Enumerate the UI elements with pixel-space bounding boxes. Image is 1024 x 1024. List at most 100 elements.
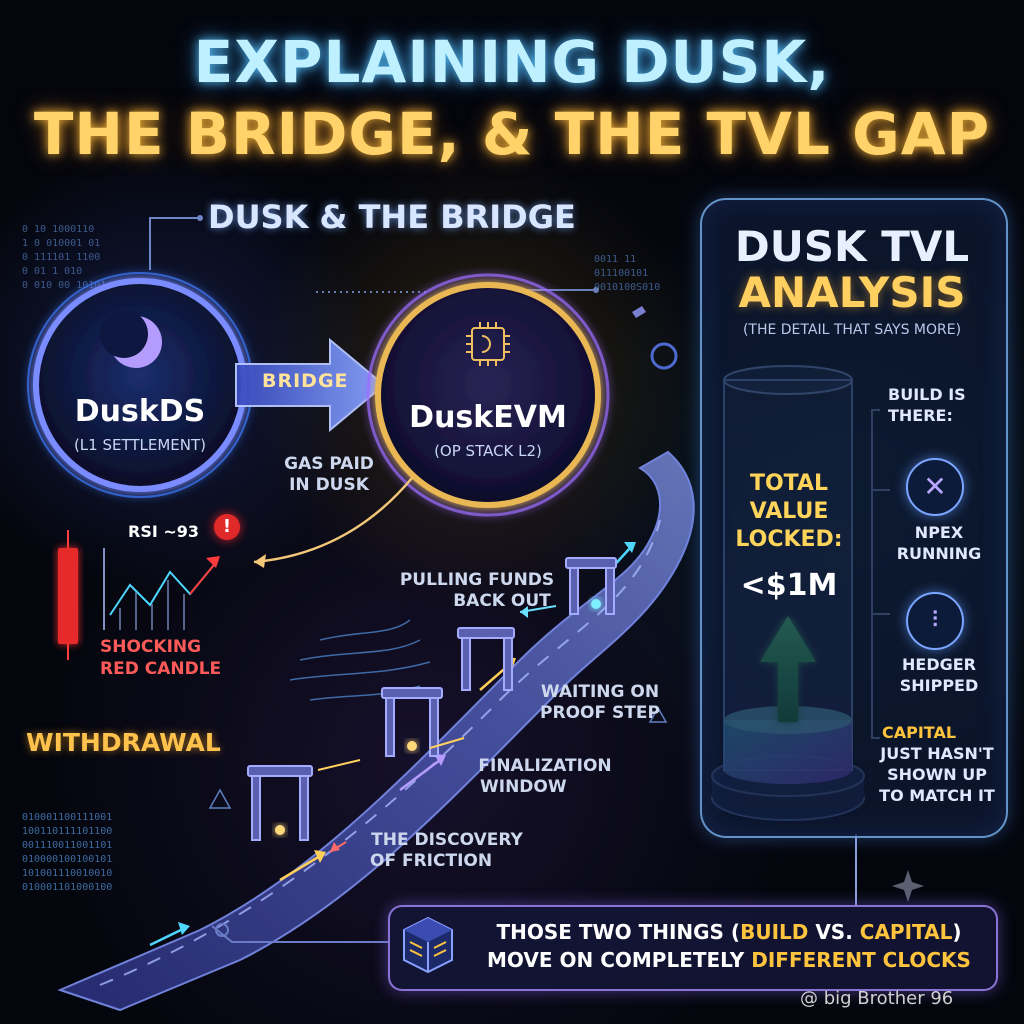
svg-text:010001101000100: 010001101000100 — [22, 882, 112, 893]
conclusion-line-1-part-c: VS. — [808, 920, 860, 944]
npex-x-icon: ✕ — [906, 458, 964, 516]
svg-text:101001110010010: 101001110010010 — [22, 868, 112, 879]
binary-decoration-right: 0011 11 011100101 0010100S010 — [594, 254, 660, 293]
capital-note-line-1: CAPITAL — [882, 723, 957, 742]
withdrawal-step-3: FINALIZATION WINDOW — [470, 756, 620, 798]
duskds-node-ring — [27, 272, 253, 498]
duskevm-node-subtitle: (OP STACK L2) — [434, 442, 542, 460]
tvl-analysis-panel — [700, 198, 1008, 838]
hedger-item: HEDGER SHIPPED — [884, 654, 994, 696]
chip-icon — [466, 322, 510, 366]
svg-text:0 01 1 010: 0 01 1 010 — [22, 266, 82, 277]
conclusion-box — [388, 905, 998, 991]
red-candle-note-line-1: SHOCKING — [100, 637, 202, 657]
withdrawal-step-2-line-1: WAITING ON — [540, 682, 660, 702]
withdrawal-step-1-line-1: PULLING FUNDS — [399, 570, 555, 590]
svg-text:010001100111001: 010001100111001 — [22, 812, 112, 823]
duskds-node-subtitle: (L1 SETTLEMENT) — [73, 436, 207, 454]
svg-text:0 10 1000110: 0 10 1000110 — [22, 224, 94, 235]
watermark: @ big Brother 96 — [800, 988, 954, 1009]
step-pointers — [317, 605, 557, 853]
npex-item: NPEX RUNNING — [884, 522, 994, 564]
tvl-panel-title-line-1: DUSK TVL — [734, 222, 970, 271]
capital-note-line-3: SHOWN UP — [887, 765, 987, 784]
gate-1 — [247, 765, 313, 841]
withdrawal-step-3-line-1: FINALIZATION — [478, 756, 612, 776]
withdrawal-heading: WITHDRAWAL — [26, 728, 221, 757]
duskevm-node-name: DuskEVM — [409, 400, 567, 435]
triangle-decorations — [208, 706, 668, 809]
capital-note-line-4: TO MATCH IT — [879, 786, 995, 805]
npex-item-line-1: NPEX — [914, 523, 964, 542]
npex-item-line-2: RUNNING — [896, 544, 982, 563]
tvl-cylinder-label: TOTAL VALUE LOCKED: — [714, 470, 864, 554]
conclusion-line-1-part-e: ) — [952, 920, 962, 944]
conclusion-line-2-part-a: MOVE ON COMPLETELY — [487, 948, 752, 972]
svg-text:0 010 00 10101: 0 010 00 10101 — [22, 280, 106, 291]
conclusion-line-1-part-a: THOSE TWO THINGS ( — [496, 920, 741, 944]
red-candle-note: SHOCKING RED CANDLE — [100, 636, 221, 680]
tvl-label-line-1: TOTAL — [749, 471, 829, 496]
capital-note-line-2: JUST HASN'T — [880, 744, 994, 763]
title-line-2: THE BRIDGE, & THE TVL GAP — [33, 100, 991, 168]
withdrawal-step-3-line-2: WINDOW — [480, 777, 567, 797]
tvl-value: <$1M — [740, 568, 838, 603]
sparkle-icon — [892, 870, 924, 902]
moon-icon — [100, 310, 162, 368]
binary-decoration-left: 0 10 1000110 1 0 010001 01 0 111101 1100… — [22, 224, 106, 291]
build-heading-line-1: BUILD IS — [888, 385, 966, 404]
title-line-1: EXPLAINING DUSK, — [193, 28, 831, 96]
withdrawal-step-4-line-2: OF FRICTION — [370, 851, 493, 871]
svg-text:1 0 010001 01: 1 0 010001 01 — [22, 238, 100, 249]
svg-text:0 111101 1100: 0 111101 1100 — [22, 252, 100, 263]
build-heading: BUILD IS THERE: — [888, 384, 998, 426]
gate-2 — [381, 687, 443, 757]
binary-decoration-bottom: 010001100111001 100110111101100 00111001… — [22, 812, 112, 893]
section-heading-bridge: DUSK & THE BRIDGE — [208, 198, 576, 236]
svg-text:100110111101100: 100110111101100 — [22, 826, 112, 837]
svg-text:0010100S010: 0010100S010 — [594, 282, 660, 293]
bridge-arrow — [235, 337, 386, 433]
tvl-panel-title-line-2: ANALYSIS — [738, 268, 966, 317]
mini-price-chart — [103, 548, 220, 630]
alert-icon: ! — [214, 514, 240, 540]
gate-4 — [565, 557, 617, 615]
conclusion-clocks-highlight: DIFFERENT CLOCKS — [751, 948, 971, 972]
build-heading-line-2: THERE: — [888, 406, 953, 425]
conclusion-build-highlight: BUILD — [740, 920, 809, 944]
duskevm-node-ring — [366, 273, 610, 517]
red-candle-note-line-2: RED CANDLE — [100, 659, 222, 679]
withdrawal-step-2: WAITING ON PROOF STEP — [530, 682, 670, 724]
gauge-icon — [650, 342, 678, 370]
svg-text:0011 11: 0011 11 — [594, 254, 636, 265]
gas-note-line-2: IN DUSK — [289, 475, 369, 495]
tvl-label-line-3: LOCKED: — [735, 527, 843, 552]
svg-text:010000100100101: 010000100100101 — [22, 854, 112, 865]
hedger-item-line-1: HEDGER — [902, 655, 976, 674]
rsi-label: RSI ~93 — [128, 522, 200, 541]
gate-icons — [247, 557, 617, 841]
withdrawal-step-1-line-2: BACK OUT — [453, 591, 551, 611]
svg-text:001110011001101: 001110011001101 — [22, 840, 112, 851]
withdrawal-step-4-line-1: THE DISCOVERY — [371, 830, 523, 850]
gas-note: GAS PAID IN DUSK — [264, 454, 394, 496]
bridge-label: BRIDGE — [262, 370, 349, 392]
conclusion-capital-highlight: CAPITAL — [859, 920, 953, 944]
withdrawal-step-2-line-2: PROOF STEP — [540, 703, 660, 723]
withdrawal-step-1: PULLING FUNDS BACK OUT — [392, 570, 562, 612]
gas-note-line-1: GAS PAID — [284, 454, 374, 474]
tvl-panel-subtitle: (THE DETAIL THAT SAYS MORE) — [742, 322, 962, 338]
conclusion-line-1: THOSE TWO THINGS (BUILD VS. CAPITAL) — [470, 918, 988, 946]
red-candle-icon — [58, 530, 78, 660]
hedger-item-line-2: SHIPPED — [899, 676, 979, 695]
satellite-icon — [632, 306, 646, 318]
conclusion-line-2: MOVE ON COMPLETELY DIFFERENT CLOCKS — [470, 946, 988, 974]
capital-note: CAPITAL JUST HASN'T SHOWN UP TO MATCH IT — [872, 722, 1002, 806]
gas-arrowhead — [254, 554, 266, 568]
gate-3 — [457, 627, 515, 691]
svg-text:011100101: 011100101 — [594, 268, 648, 279]
conclusion-text: THOSE TWO THINGS (BUILD VS. CAPITAL) MOV… — [470, 918, 988, 974]
hedger-chart-icon: ⫶ — [906, 592, 964, 650]
cube-icon — [403, 916, 453, 974]
duskds-node-name: DuskDS — [74, 394, 206, 429]
